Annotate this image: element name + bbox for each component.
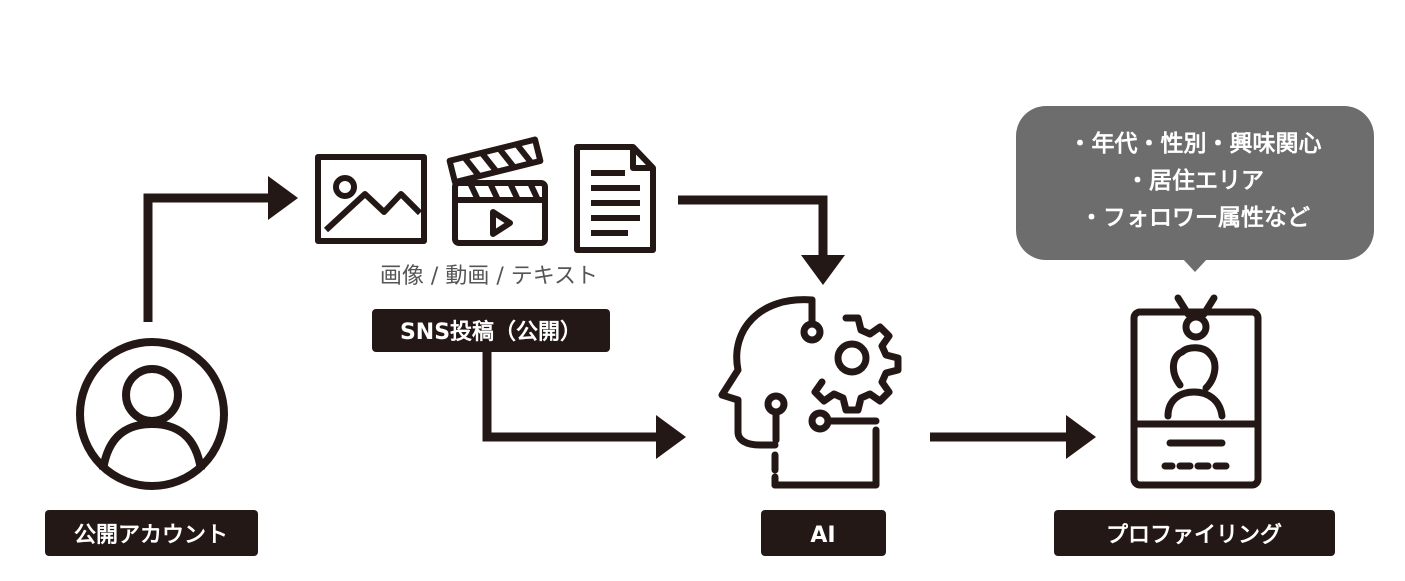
arrowhead-sns-to-ai: [656, 415, 686, 459]
bubble-line-3: ・フォロワー属性など: [1080, 205, 1310, 231]
arrowhead-account-to-media: [268, 176, 298, 220]
ai-label-text: AI: [810, 523, 835, 548]
bubble-line-1: ・年代・性別・興味関心: [1069, 130, 1322, 157]
arrowhead-ai-to-profile: [1066, 415, 1096, 459]
account-label: 公開アカウント: [45, 510, 258, 556]
profiling-label-text: プロファイリング: [1106, 522, 1282, 548]
sns-post-label-text: SNS投稿（公開）: [400, 319, 582, 345]
ai-head-gear-icon: [718, 296, 902, 489]
image-icon: [315, 154, 427, 244]
profiling-label: プロファイリング: [1054, 510, 1335, 556]
id-badge-icon: [1130, 294, 1262, 489]
bubble-line-2: ・居住エリア: [1126, 167, 1264, 194]
clapperboard-video-icon: [446, 136, 548, 246]
account-label-text: 公開アカウント: [74, 523, 228, 548]
person-circle-icon: [76, 338, 228, 490]
arrow-account-to-media: [143, 193, 268, 322]
arrow-sns-to-ai: [482, 352, 658, 442]
media-caption: 画像 / 動画 / テキスト: [380, 264, 598, 289]
document-text-icon: [574, 144, 656, 253]
sns-post-label: SNS投稿（公開）: [372, 309, 610, 352]
connectors: [143, 176, 1096, 459]
arrowhead-media-to-ai: [801, 255, 845, 285]
attributes-bubble: ・年代・性別・興味関心 ・居住エリア ・フォロワー属性など: [1016, 106, 1374, 272]
ai-label: AI: [761, 510, 886, 556]
arrow-media-to-ai: [678, 195, 828, 258]
